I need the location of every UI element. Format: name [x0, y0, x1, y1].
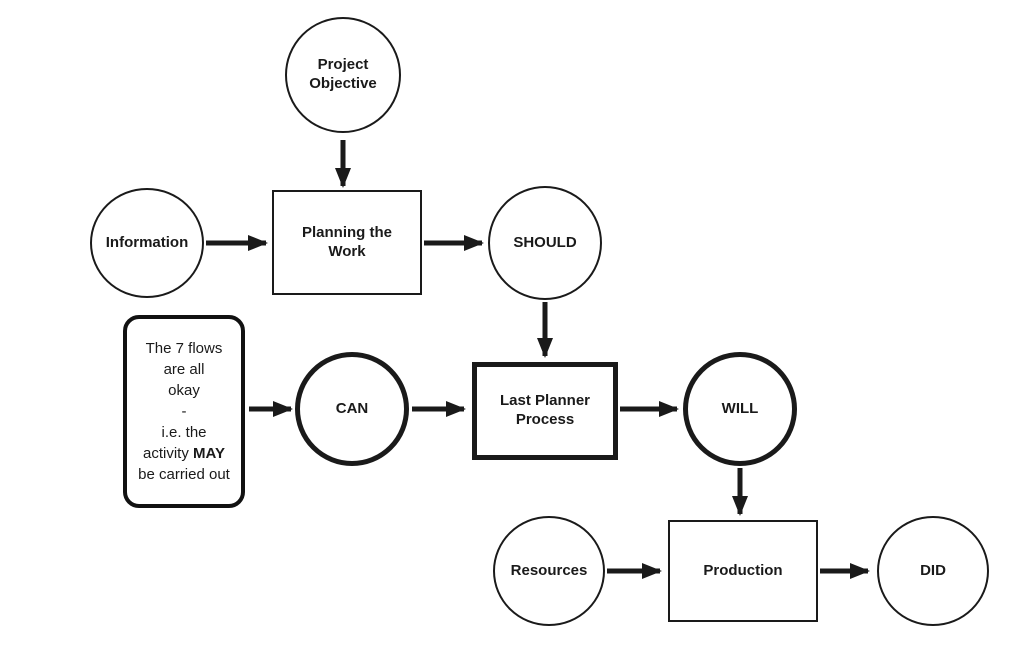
- note-line: be carried out: [138, 466, 230, 483]
- node-last-planner-process: Last Planner Process: [472, 362, 618, 460]
- node-production-label: Production: [703, 561, 783, 579]
- node-should-label: SHOULD: [513, 233, 577, 251]
- node-will-label: WILL: [721, 399, 759, 417]
- node-planning-the-work: Planning the Work: [272, 190, 422, 295]
- node-did: DID: [877, 516, 989, 626]
- node-should: SHOULD: [488, 186, 602, 300]
- note-line: activity MAY: [143, 445, 225, 462]
- note-seven-flows: The 7 flows are all okay - i.e. the acti…: [123, 315, 245, 508]
- node-production: Production: [668, 520, 818, 622]
- note-line: -: [181, 403, 187, 420]
- node-did-label: DID: [920, 561, 946, 579]
- node-resources: Resources: [493, 516, 605, 626]
- node-information-label: Information: [105, 233, 189, 251]
- note-line: okay: [168, 382, 200, 399]
- node-can: CAN: [295, 352, 409, 466]
- node-resources-label: Resources: [510, 561, 588, 579]
- node-will: WILL: [683, 352, 797, 466]
- note-line: i.e. the: [161, 424, 207, 441]
- node-information: Information: [90, 188, 204, 298]
- node-last-planner-process-label: Last Planner Process: [499, 392, 591, 428]
- node-project-objective-label: Project Objective: [309, 56, 377, 92]
- note-line: are all: [163, 361, 205, 378]
- node-project-objective: Project Objective: [285, 17, 401, 133]
- note-may-emphasis: MAY: [193, 445, 225, 462]
- note-line: The 7 flows: [145, 340, 223, 357]
- node-can-label: CAN: [335, 399, 369, 417]
- node-planning-the-work-label: Planning the Work: [302, 223, 392, 260]
